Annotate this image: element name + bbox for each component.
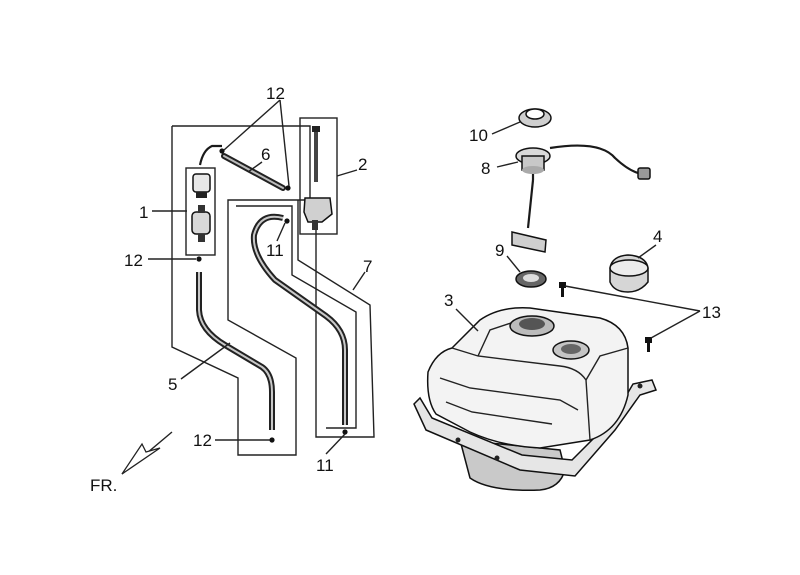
part-1-fuel-filter: [185, 167, 216, 256]
part-8-fuel-gauge-sender: [511, 144, 651, 253]
part-6-short-hose: [198, 144, 286, 191]
callout-7: 7: [363, 257, 372, 276]
part-10-gasket: [518, 108, 552, 128]
callout-5: 5: [168, 375, 177, 394]
part-5-hose: [196, 272, 275, 430]
callout-12-bottom: 12: [193, 431, 212, 450]
callout-3: 3: [444, 291, 453, 310]
front-direction-arrow-icon: FR.: [90, 431, 173, 495]
part-11-hose: [250, 213, 348, 425]
part-3-fuel-tank: [413, 307, 657, 491]
callout-13: 13: [702, 303, 721, 322]
hose-clips: [196, 148, 348, 443]
part-4-fuel-cap: [609, 254, 649, 293]
callout-2: 2: [358, 155, 367, 174]
callout-10: 10: [469, 126, 488, 145]
callout-9: 9: [495, 241, 504, 260]
callout-labels: 1 2 3 4 5 6 7 8 9 10 11 11 12 12 12 13: [124, 84, 721, 475]
callout-4: 4: [653, 227, 662, 246]
callout-12-mid: 12: [124, 251, 143, 270]
leader-lines: [148, 99, 701, 455]
callout-1: 1: [139, 203, 148, 222]
callout-11-lower: 11: [316, 456, 334, 475]
callout-12-top: 12: [266, 84, 285, 103]
direction-label: FR.: [90, 476, 117, 495]
part-2-valve: [299, 117, 338, 235]
callout-11-upper: 11: [266, 241, 284, 260]
part-13-bolts: [559, 282, 652, 352]
callout-6: 6: [261, 145, 270, 164]
part-9-seal: [515, 270, 547, 288]
callout-8: 8: [481, 159, 490, 178]
